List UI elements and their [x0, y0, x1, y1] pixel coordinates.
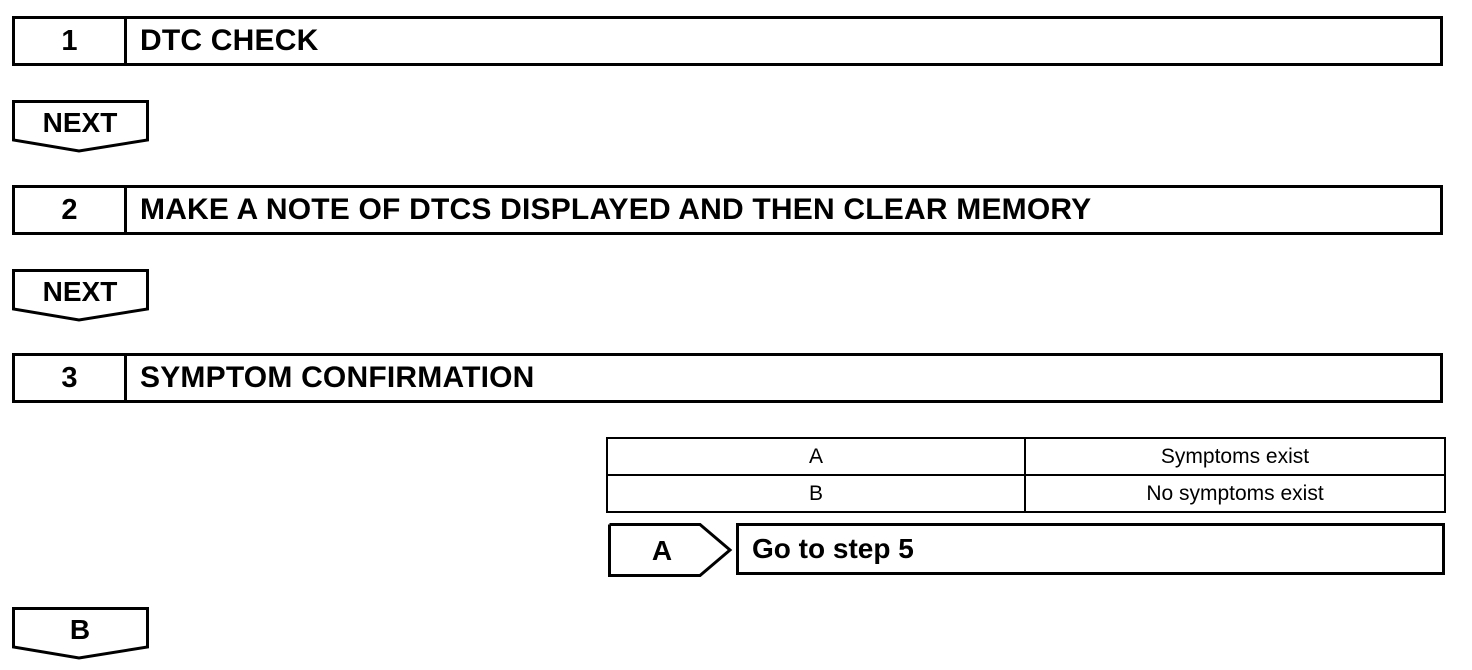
table-row: B No symptoms exist: [606, 474, 1446, 513]
down-arrow-tag-icon: [12, 100, 149, 153]
step-3-box: 3 SYMPTOM CONFIRMATION: [12, 353, 1443, 403]
result-code: B: [606, 474, 1026, 513]
branch-a-action: Go to step 5: [736, 523, 1445, 575]
step-2-title: MAKE A NOTE OF DTCS DISPLAYED AND THEN C…: [140, 193, 1092, 226]
step-2-box: 2 MAKE A NOTE OF DTCS DISPLAYED AND THEN…: [12, 185, 1443, 235]
step-3-title: SYMPTOM CONFIRMATION: [140, 361, 535, 394]
next-label-2: NEXT: [42, 276, 118, 307]
result-condition: Symptoms exist: [1024, 437, 1446, 476]
result-code: A: [606, 437, 1026, 476]
step-1-number: 1: [15, 19, 127, 63]
down-arrow-tag-icon: [12, 269, 149, 322]
step-1-box: 1 DTC CHECK: [12, 16, 1443, 66]
right-arrow-tag-icon: [608, 523, 733, 577]
down-arrow-tag-icon: [12, 607, 149, 660]
step-3-number: 3: [15, 356, 127, 400]
table-row: A Symptoms exist: [606, 437, 1446, 476]
next-arrow-1: NEXT: [12, 100, 150, 154]
branch-b-label: B: [69, 614, 91, 645]
next-arrow-2: NEXT: [12, 269, 150, 323]
step-1-title: DTC CHECK: [140, 24, 319, 57]
result-table: A Symptoms exist B No symptoms exist: [606, 437, 1446, 513]
result-condition: No symptoms exist: [1024, 474, 1446, 513]
branch-a-label: A: [651, 535, 673, 566]
step-2-number: 2: [15, 188, 127, 232]
next-label-1: NEXT: [42, 107, 118, 138]
branch-a-tag: A: [608, 523, 734, 577]
branch-b-arrow: B: [12, 607, 150, 661]
